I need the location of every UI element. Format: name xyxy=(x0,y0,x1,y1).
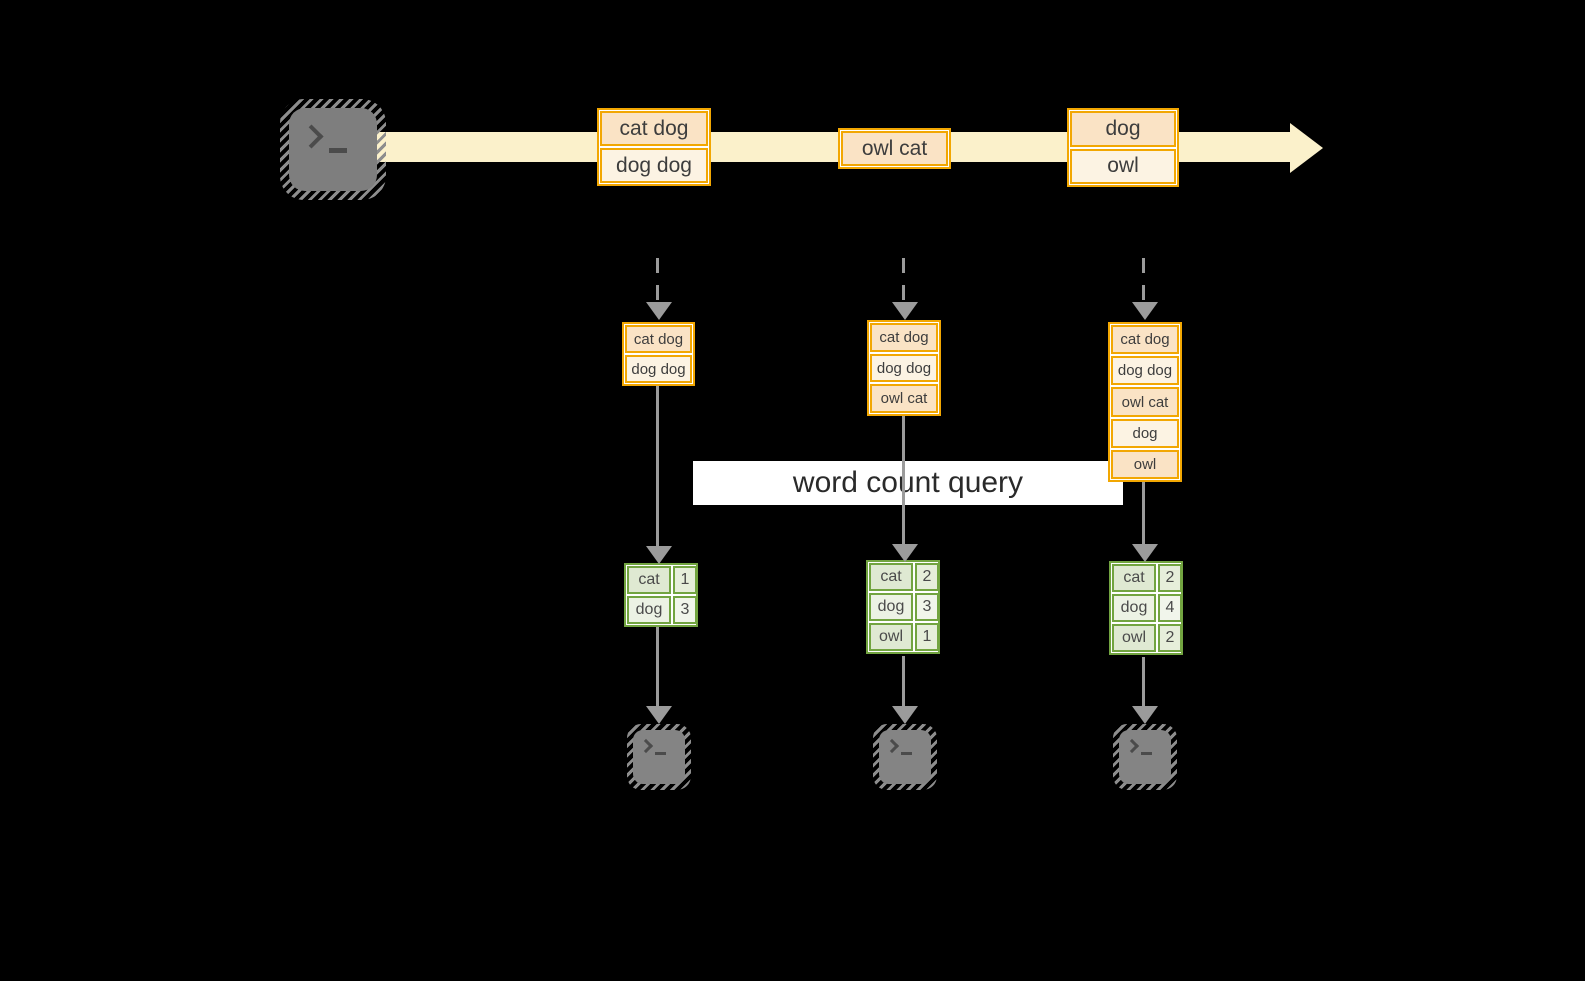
stack-item: cat dog xyxy=(870,323,938,352)
flow-arrow-line xyxy=(1142,482,1145,544)
dashed-arrow-line xyxy=(1142,258,1145,302)
stream-item: cat dog xyxy=(600,111,708,146)
input-stack-3: cat dog dog dog owl cat dog owl xyxy=(1108,322,1182,482)
output-terminal-icon xyxy=(1113,724,1177,790)
flow-arrow-line xyxy=(656,627,659,706)
dashed-arrowhead-icon xyxy=(646,302,672,320)
stack-item: owl xyxy=(1111,449,1179,480)
output-terminal-icon xyxy=(873,724,937,790)
word-cell: cat xyxy=(627,566,671,594)
dashed-arrow-line xyxy=(656,258,659,302)
stream-batch-1: cat dog dog dog xyxy=(597,108,711,186)
stream-item: dog xyxy=(1070,111,1176,147)
stack-item: dog xyxy=(1111,418,1179,448)
stream-batch-2: owl cat xyxy=(838,128,951,169)
stack-item: owl cat xyxy=(1111,387,1179,417)
word-cell: cat xyxy=(1112,564,1156,592)
count-cell: 2 xyxy=(1158,564,1182,592)
word-cell: dog xyxy=(1112,594,1156,622)
word-cell: dog xyxy=(627,596,671,624)
flow-arrowhead-icon xyxy=(892,706,918,724)
stream-batch-3: dog owl xyxy=(1067,108,1179,187)
terminal-screen xyxy=(879,730,931,784)
flow-arrow-line xyxy=(1142,657,1145,706)
query-label: word count query xyxy=(693,461,1123,505)
count-cell: 2 xyxy=(1158,624,1182,652)
stack-item: owl cat xyxy=(870,384,938,414)
flow-arrow-line xyxy=(902,416,905,544)
terminal-prompt-underscore-icon xyxy=(1141,752,1152,755)
count-cell: 1 xyxy=(915,623,939,651)
word-cell: dog xyxy=(869,593,913,621)
word-cell: cat xyxy=(869,563,913,591)
input-stack-2: cat dog dog dog owl cat xyxy=(867,320,941,416)
dashed-arrowhead-icon xyxy=(892,302,918,320)
count-cell: 1 xyxy=(673,566,697,594)
terminal-screen xyxy=(633,730,685,784)
flow-arrowhead-icon xyxy=(892,544,918,562)
output-terminal-icon xyxy=(627,724,691,790)
count-cell: 2 xyxy=(915,563,939,591)
word-cell: owl xyxy=(869,623,913,651)
flow-arrowhead-icon xyxy=(1132,544,1158,562)
flow-arrow-line xyxy=(902,656,905,706)
terminal-prompt-chevron-icon xyxy=(638,738,654,754)
dashed-arrow-line xyxy=(902,258,905,302)
count-table-3: cat 2 dog 4 owl 2 xyxy=(1109,561,1183,655)
count-table-1: cat 1 dog 3 xyxy=(624,563,698,627)
count-cell: 3 xyxy=(673,596,697,624)
terminal-prompt-underscore-icon xyxy=(329,148,347,153)
terminal-prompt-chevron-icon xyxy=(299,124,324,149)
terminal-prompt-chevron-icon xyxy=(1124,738,1140,754)
stack-item: cat dog xyxy=(1111,325,1179,355)
count-cell: 4 xyxy=(1158,594,1182,622)
terminal-screen xyxy=(1119,730,1171,784)
terminal-prompt-underscore-icon xyxy=(655,752,666,755)
flow-arrowhead-icon xyxy=(646,546,672,564)
stack-item: cat dog xyxy=(625,325,692,353)
terminal-prompt-chevron-icon xyxy=(884,738,900,754)
flow-arrowhead-icon xyxy=(646,706,672,724)
stack-item: dog dog xyxy=(625,355,692,383)
source-terminal-icon xyxy=(280,99,386,200)
stream-item: dog dog xyxy=(600,148,708,183)
stack-item: dog dog xyxy=(1111,356,1179,386)
stack-item: dog dog xyxy=(870,353,938,383)
count-cell: 3 xyxy=(915,593,939,621)
count-table-2: cat 2 dog 3 owl 1 xyxy=(866,560,940,654)
terminal-screen xyxy=(289,108,377,191)
flow-arrowhead-icon xyxy=(1132,706,1158,724)
terminal-prompt-underscore-icon xyxy=(901,752,912,755)
stream-item: owl cat xyxy=(841,131,948,166)
stream-arrowhead-icon xyxy=(1290,123,1323,173)
input-stack-1: cat dog dog dog xyxy=(622,322,695,386)
flow-arrow-line xyxy=(656,386,659,546)
dashed-arrowhead-icon xyxy=(1132,302,1158,320)
word-cell: owl xyxy=(1112,624,1156,652)
stream-item: owl xyxy=(1070,148,1176,184)
